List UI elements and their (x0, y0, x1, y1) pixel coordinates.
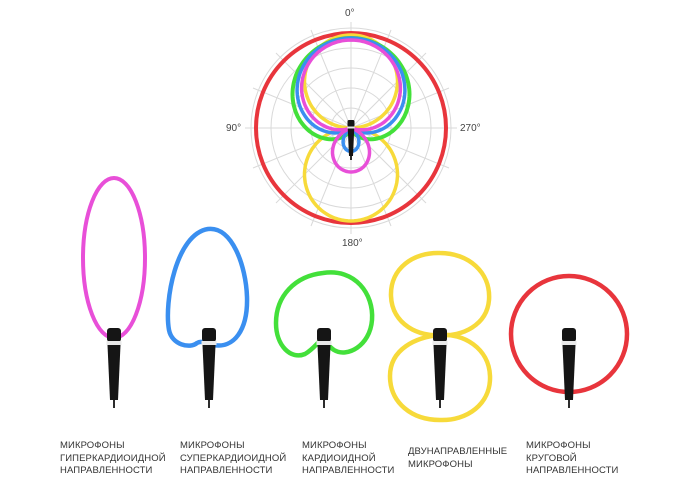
mic-head (347, 120, 355, 127)
angle-label-top: 0° (345, 8, 355, 19)
mic-ring (561, 341, 577, 345)
caption-line: ДВУНАПРАВЛЕННЫЕ (408, 446, 508, 457)
omnidirectional-pattern (508, 273, 630, 408)
caption-line: НАПРАВЛЕННОСТИ (526, 465, 619, 476)
supercardioid-pattern (165, 226, 250, 408)
caption-line: МИКРОФОНЫ (60, 440, 125, 451)
angle-label-bottom: 180° (342, 238, 363, 249)
hypercardioid-curve (299, 38, 403, 174)
mic-body (433, 345, 447, 400)
caption-cardioid: МИКРОФОНЫ КАРДИОИДНОЙ НАПРАВЛЕННОСТИ (302, 440, 394, 478)
mic-ring (201, 341, 217, 345)
caption-line: МИКРОФОНЫ (526, 440, 591, 451)
caption-line: МИКРОФОНЫ (408, 458, 473, 470)
mic-ring (432, 341, 448, 345)
caption-line: НАПРАВЛЕННОСТИ (302, 465, 395, 476)
caption-hypercardioid: МИКРОФОНЫ ГИПЕРКАРДИОИДНОЙ НАПРАВЛЕННОСТ… (60, 440, 166, 478)
caption-line: МИКРОФОНЫ (302, 440, 367, 451)
mic-body (347, 128, 355, 156)
caption-line: ГИПЕРКАРДИОИДНОЙ (60, 452, 166, 464)
mic-head (433, 328, 447, 342)
caption-line: НАПРАВЛЕННОСТИ (180, 465, 273, 476)
mic-body (107, 345, 121, 400)
caption-supercardioid: МИКРОФОНЫ СУПЕРКАРДИОИДНОЙ НАПРАВЛЕННОСТ… (180, 440, 286, 478)
microphone-icon (201, 328, 217, 408)
mic-body (202, 345, 216, 400)
mic-body (562, 345, 576, 400)
angle-label-right: 270° (460, 123, 481, 134)
mic-body (317, 345, 331, 400)
angle-label-left: 90° (226, 123, 242, 134)
microphone-icon (561, 328, 577, 408)
mic-ring (347, 126, 355, 129)
caption-line: КРУГОВОЙ (526, 452, 577, 464)
mic-ring (106, 341, 122, 345)
caption-line: НАПРАВЛЕННОСТИ (60, 465, 153, 476)
hypercardioid-pattern (81, 176, 147, 408)
mic-head (317, 328, 331, 342)
omni-curve (254, 31, 448, 225)
hypercardioid-lobe (81, 176, 147, 340)
mic-head (202, 328, 216, 342)
caption-omnidirectional: МИКРОФОНЫ КРУГОВОЙ НАПРАВЛЕННОСТИ (526, 440, 618, 478)
caption-line: КАРДИОИДНОЙ (302, 452, 376, 464)
caption-line: СУПЕРКАРДИОИДНОЙ (180, 452, 287, 464)
microphone-icon (106, 328, 122, 408)
bidirectional-curve (302, 33, 400, 223)
bidirectional-lobe-front (388, 250, 492, 338)
microphone-icon (432, 328, 448, 408)
bidirectional-lobe-back (387, 332, 493, 423)
microphone-icon (316, 328, 332, 408)
caption-bidirectional: ДВУНАПРАВЛЕННЫЕ МИКРОФОНЫ (408, 446, 507, 471)
mic-head (562, 328, 576, 342)
cardioid-pattern (273, 270, 375, 408)
mic-ring (316, 341, 332, 345)
polar-chart (245, 22, 457, 234)
caption-line: МИКРОФОНЫ (180, 440, 245, 451)
polar-microphone-icon (347, 120, 355, 160)
bidirectional-pattern (387, 250, 493, 423)
mic-head (107, 328, 121, 342)
microphone-icon (347, 120, 355, 160)
